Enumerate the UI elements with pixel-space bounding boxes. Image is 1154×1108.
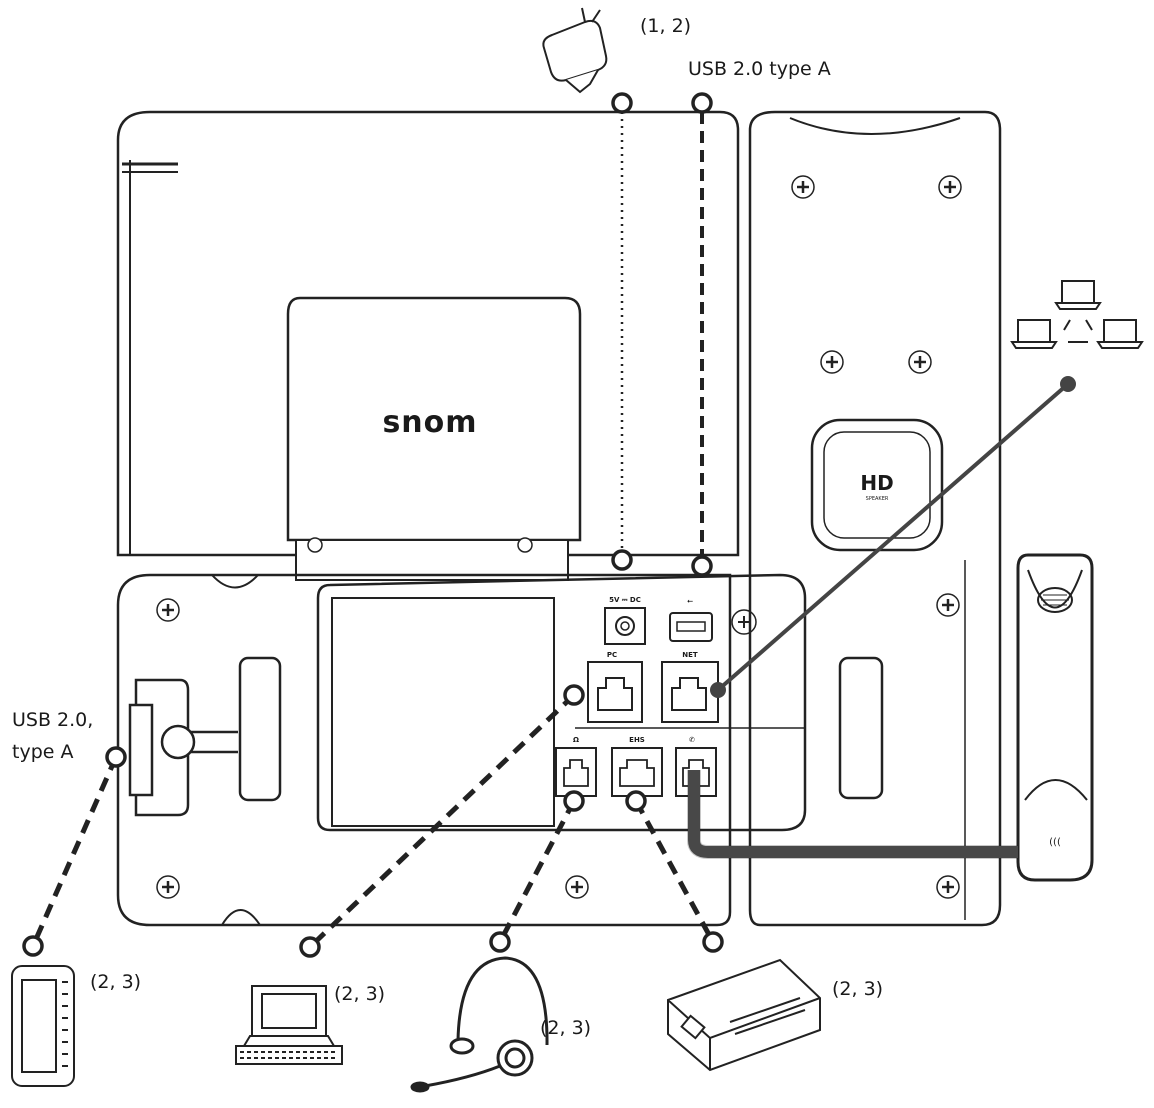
- svg-text:✆: ✆: [689, 736, 695, 744]
- network-cable: [710, 376, 1076, 698]
- label-headset: (2, 3): [540, 1017, 591, 1039]
- headset-port: Ω: [555, 736, 597, 797]
- expansion-module-icon: [11, 965, 75, 1087]
- svg-text:EHS: EHS: [629, 736, 645, 744]
- label-usb-top: USB 2.0 type A: [688, 58, 831, 80]
- usb-port-rear: ⭠: [669, 597, 757, 642]
- label-expansion-module: (2, 3): [90, 971, 141, 993]
- ehs-port: EHS: [611, 736, 663, 797]
- svg-text:⭠: ⭠: [687, 597, 693, 605]
- ehs-adapter-icon: [667, 958, 821, 1072]
- power-adapter-icon: [542, 7, 608, 94]
- phone-body-lower: [116, 573, 732, 927]
- power-jack: 5V ⎓ DC: [604, 596, 646, 645]
- svg-text:NET: NET: [682, 651, 698, 659]
- cable-clip: [128, 678, 238, 817]
- handset-cable: [688, 770, 1018, 858]
- svg-text:5V ⎓ DC: 5V ⎓ DC: [609, 596, 641, 604]
- label-usb-side-line1: USB 2.0,: [12, 709, 93, 731]
- label-ehs-adapter: (2, 3): [832, 978, 883, 1000]
- svg-text:SPEAKER: SPEAKER: [866, 496, 889, 502]
- svg-text:Ω: Ω: [573, 736, 579, 744]
- phone-stand-upper: [116, 110, 740, 557]
- computer-icon: [235, 985, 343, 1065]
- label-usb-side-line2: type A: [12, 741, 73, 763]
- label-computer: (2, 3): [334, 983, 385, 1005]
- svg-text:PC: PC: [607, 651, 617, 659]
- svg-text:(((: (((: [1049, 837, 1061, 848]
- cable-end-rings: [22, 684, 724, 958]
- power-cable: [611, 92, 633, 571]
- network-computers-icon: [1010, 280, 1144, 349]
- headset-icon: [410, 956, 549, 1093]
- net-port: NET: [661, 651, 719, 723]
- handset-cradle: HD SPEAKER: [748, 110, 1002, 927]
- usb-top-cable: [691, 92, 713, 577]
- pc-port: PC: [587, 651, 643, 723]
- accessory-cables: [30, 693, 716, 949]
- mount-plate: snom: [286, 296, 582, 581]
- screws: [156, 175, 962, 899]
- handset: (((: [1016, 553, 1094, 882]
- label-power-adapter: (1, 2): [640, 15, 691, 37]
- snom-logo: snom: [382, 405, 477, 440]
- hd-speaker-badge: HD: [860, 471, 893, 495]
